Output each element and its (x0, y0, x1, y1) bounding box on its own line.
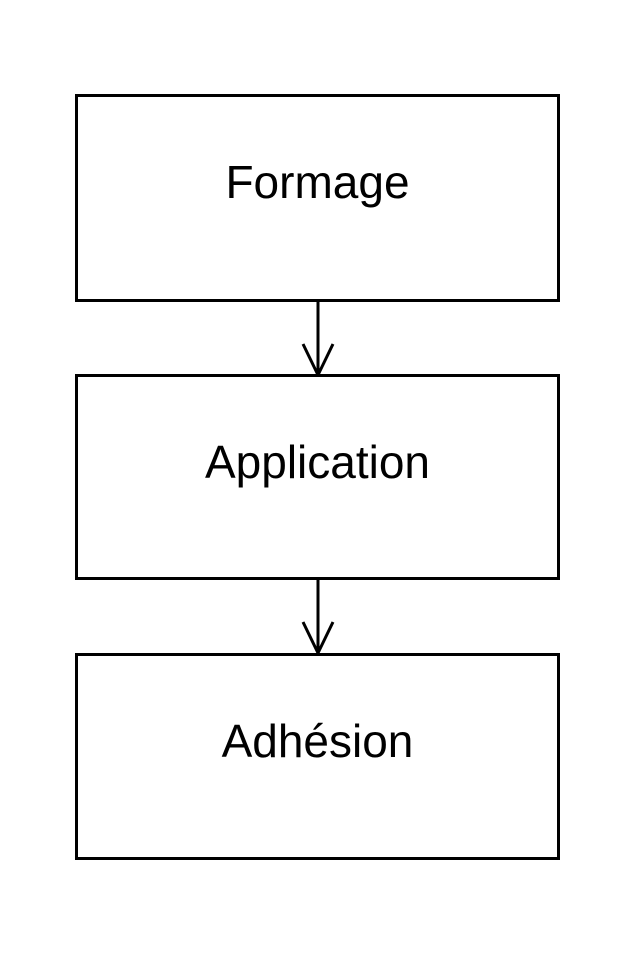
flow-node-adhesion[interactable]: Adhésion (75, 653, 560, 860)
flow-connector-formage-to-application (288, 300, 348, 376)
flow-connector-application-to-adhesion (288, 578, 348, 654)
flow-node-application[interactable]: Application (75, 374, 560, 580)
flow-node-formage[interactable]: Formage (75, 94, 560, 302)
flow-node-label: Adhésion (221, 715, 414, 767)
flow-node-label: Application (204, 436, 431, 488)
arrow-down-icon (301, 578, 335, 654)
arrow-down-icon (301, 300, 335, 376)
flow-node-label: Formage (225, 156, 410, 208)
